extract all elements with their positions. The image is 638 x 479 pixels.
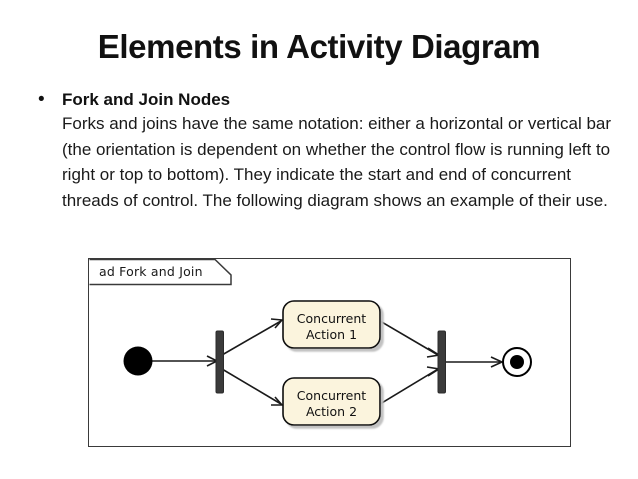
flow-fork-to-action1 (221, 318, 284, 356)
action-node-2 (282, 377, 381, 426)
uml-diagram-frame: ad Fork and Join (88, 258, 571, 447)
bullet-dot-icon: • (38, 89, 45, 110)
final-node (502, 347, 532, 377)
page-title: Elements in Activity Diagram (97, 28, 541, 65)
content-body: • Fork and Join Nodes Forks and joins ha… (30, 88, 622, 213)
bullet-item: • Fork and Join Nodes Forks and joins ha… (30, 88, 622, 213)
flow-join-to-final (445, 356, 504, 368)
fork-bar (215, 330, 224, 394)
join-bar (437, 330, 446, 394)
diagram-canvas: Concurrent Action 1 Concurrent Action 2 (89, 259, 572, 448)
frame-name-tab: ad Fork and Join (89, 259, 239, 286)
flow-fork-to-action2 (221, 368, 284, 406)
flow-initial-to-fork (152, 355, 219, 367)
frame-tab-shape (89, 259, 232, 286)
bullet-heading: Fork and Join Nodes (62, 90, 231, 109)
frame-label: ad Fork and Join (99, 264, 203, 279)
bullet-paragraph: Forks and joins have the same notation: … (62, 114, 612, 210)
flow-action1-to-join (379, 320, 442, 358)
initial-node (123, 346, 153, 376)
action-node-1 (282, 300, 381, 349)
flow-action2-to-join (379, 366, 442, 405)
